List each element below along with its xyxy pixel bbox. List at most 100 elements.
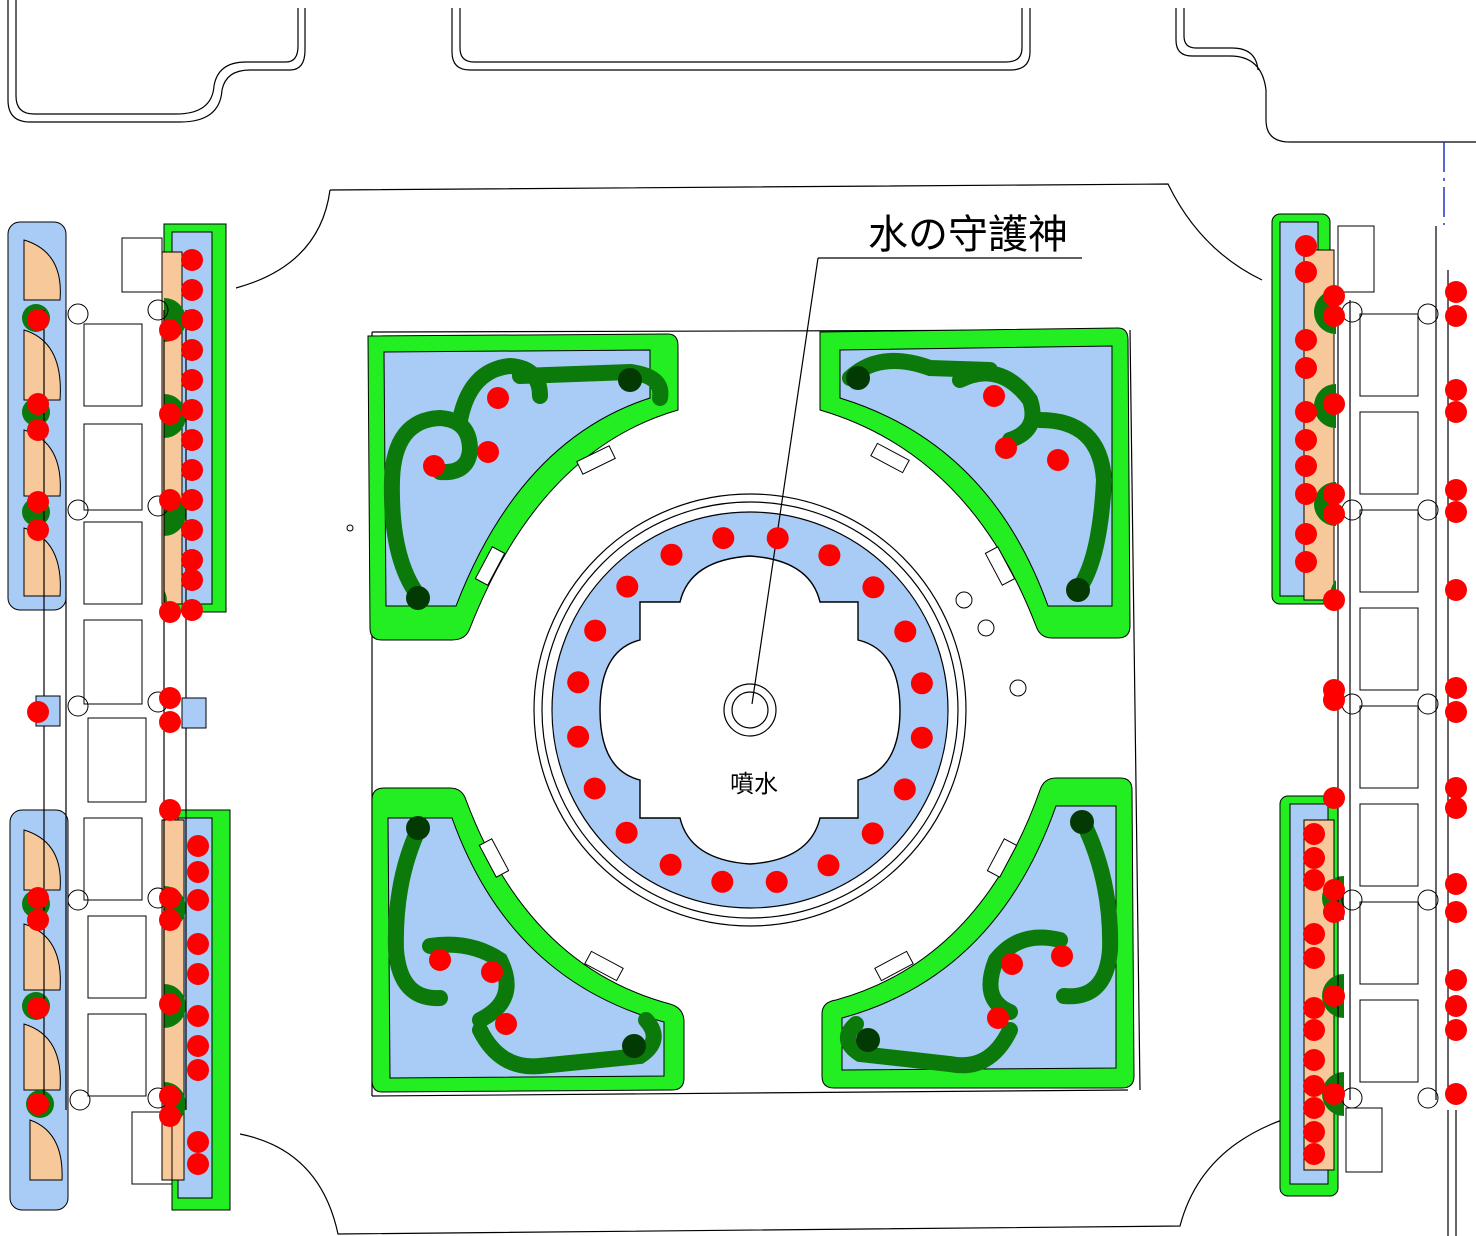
plant-dot — [27, 1093, 49, 1115]
plant-dot — [159, 711, 181, 733]
plant-dot — [1445, 677, 1467, 699]
plant-dot — [1295, 551, 1317, 573]
plant-dot — [187, 963, 209, 985]
callout-leader — [751, 257, 1082, 705]
street-curbs-top — [7, 0, 1476, 225]
plant-dot — [27, 909, 49, 931]
plant-dot — [1445, 777, 1467, 799]
plant-dot — [159, 403, 181, 425]
plant-dot — [1303, 1075, 1325, 1097]
plant-dot — [187, 1005, 209, 1027]
plant-dot — [1295, 235, 1317, 257]
plant-dot — [1001, 953, 1023, 975]
plant-dot — [1445, 401, 1467, 423]
plant-dot — [181, 459, 203, 481]
plant-dot — [615, 821, 638, 844]
plant-dot — [27, 309, 49, 331]
plant-dot — [159, 601, 181, 623]
plant-dot — [1323, 985, 1345, 1007]
plant-dot — [181, 309, 203, 331]
plant-dot — [1445, 1083, 1467, 1105]
plant-dot — [818, 544, 841, 567]
plant-dot — [1445, 873, 1467, 895]
plant-dot — [765, 870, 788, 893]
plant-dot — [995, 437, 1017, 459]
plant-dot — [181, 569, 203, 591]
plant-dot — [159, 319, 181, 341]
title-label: 水の守護神 — [868, 212, 1068, 258]
plant-dot — [27, 701, 49, 723]
plant-dot — [1303, 1097, 1325, 1119]
plant-dot — [181, 369, 203, 391]
plant-dot — [181, 399, 203, 421]
plant-dot — [1323, 879, 1345, 901]
benches — [474, 442, 1018, 982]
plant-dot — [987, 1007, 1009, 1029]
plant-dot — [181, 249, 203, 271]
plant-dot — [1295, 329, 1317, 351]
plant-dot — [1445, 995, 1467, 1017]
plant-dot — [187, 889, 209, 911]
plant-dot — [1303, 823, 1325, 845]
plant-dot — [1445, 501, 1467, 523]
plant-dot — [862, 576, 885, 599]
plant-dot — [910, 672, 933, 695]
plant-dot — [712, 527, 735, 550]
plant-dot — [910, 726, 933, 749]
plant-dot — [481, 961, 503, 983]
plant-dot — [1323, 305, 1345, 327]
plant-dot — [27, 887, 49, 909]
plant-dot — [159, 799, 181, 821]
plant-dot — [159, 909, 181, 931]
plant-dot — [659, 853, 682, 876]
plant-dot — [181, 279, 203, 301]
plant-dot — [1323, 393, 1345, 415]
plant-dot — [583, 777, 606, 800]
plant-dot — [159, 887, 181, 909]
plant-dot — [1303, 1143, 1325, 1165]
plant-dot — [159, 993, 181, 1015]
plant-dot — [567, 725, 590, 748]
plant-dot — [1445, 305, 1467, 327]
plant-dot — [1445, 901, 1467, 923]
plant-dot — [181, 549, 203, 571]
fountain-label: 噴水 — [730, 770, 778, 798]
plant-dot — [1445, 479, 1467, 501]
plant-dot — [187, 1059, 209, 1081]
plant-dot — [1303, 847, 1325, 869]
plant-dot — [159, 489, 181, 511]
parterre-top-right — [819, 327, 1131, 639]
plant-dot — [187, 933, 209, 955]
plant-dot — [894, 620, 917, 643]
plant-dot — [1295, 357, 1317, 379]
plant-dot — [181, 339, 203, 361]
plant-dot — [1445, 701, 1467, 723]
plant-dot — [159, 1105, 181, 1127]
plant-dot — [187, 861, 209, 883]
plant-dot — [1295, 401, 1317, 423]
plant-dot — [1047, 449, 1069, 471]
plant-dot — [27, 519, 49, 541]
plant-dot — [1445, 579, 1467, 601]
parterre-bottom-right — [821, 777, 1135, 1089]
plant-dot — [893, 778, 916, 801]
plant-dot — [1303, 1019, 1325, 1041]
plant-dot — [27, 419, 49, 441]
plant-dot — [1303, 869, 1325, 891]
plant-dot — [487, 387, 509, 409]
plant-dot — [1445, 1019, 1467, 1041]
plant-dot — [1303, 1049, 1325, 1071]
plant-dot — [983, 385, 1005, 407]
plant-dot — [1323, 787, 1345, 809]
plant-dot — [1303, 947, 1325, 969]
plant-dot — [181, 519, 203, 541]
plant-dot — [181, 599, 203, 621]
plant-dot — [1445, 797, 1467, 819]
plant-dot — [429, 949, 451, 971]
plant-dot — [1323, 901, 1345, 923]
plant-dot — [187, 1035, 209, 1057]
plant-dot — [187, 1131, 209, 1153]
plant-dot — [187, 1153, 209, 1175]
plant-dot — [660, 543, 683, 566]
